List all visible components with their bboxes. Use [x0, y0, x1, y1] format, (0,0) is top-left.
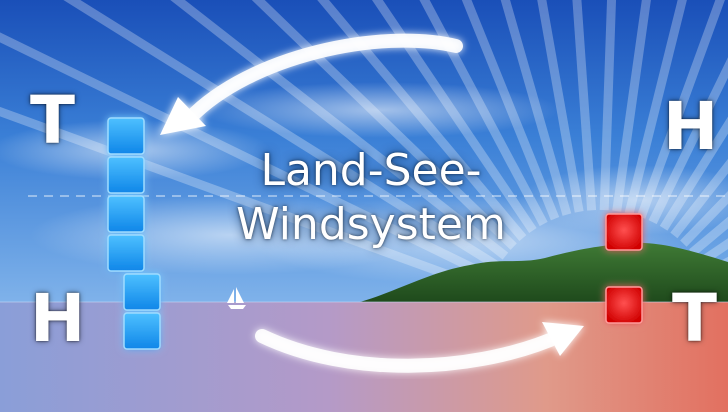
low-pressure-label-lower-right: T — [672, 280, 718, 357]
sun-ray — [572, 0, 597, 211]
arrow-upper-icon — [160, 33, 463, 135]
sun-ray — [624, 0, 687, 215]
sun-ray — [461, 0, 560, 221]
sun-ray — [0, 106, 489, 294]
sun-ray — [371, 0, 537, 234]
sun-ray — [648, 57, 728, 225]
sun-ray — [636, 0, 725, 219]
sun-ray — [659, 116, 728, 231]
sun-ray — [251, 0, 517, 250]
sailboat-icon — [227, 287, 246, 309]
sun-ray — [537, 0, 584, 213]
arrow-lower-icon — [255, 322, 584, 373]
diagram-title: Land-See- Windsystem — [196, 144, 546, 252]
high-pressure-label-lower-left: H — [30, 280, 86, 357]
low-pressure-label-upper-left: T — [30, 82, 76, 159]
sea-air-box — [107, 117, 145, 155]
sun-ray — [317, 0, 527, 241]
sun-rays — [0, 0, 728, 302]
sun-ray — [63, 0, 501, 271]
sea-air-box — [123, 312, 161, 350]
sea-air-box — [107, 156, 145, 194]
title-line-2: Windsystem — [236, 199, 506, 250]
sun-ray — [599, 0, 617, 211]
sea-air-box — [107, 195, 145, 233]
land-air-box — [605, 286, 643, 324]
sun-ray — [0, 32, 495, 282]
land-air-column — [605, 213, 643, 324]
sea-air-box — [107, 234, 145, 272]
high-pressure-label-upper-right: H — [663, 88, 719, 165]
title-line-1: Land-See- — [260, 145, 482, 196]
sea-air-box — [123, 273, 161, 311]
sun-ray — [612, 0, 651, 212]
sea-air-column — [107, 117, 161, 350]
sun-ray — [419, 0, 548, 227]
land-air-box — [605, 213, 643, 251]
sun-ray — [500, 0, 572, 216]
